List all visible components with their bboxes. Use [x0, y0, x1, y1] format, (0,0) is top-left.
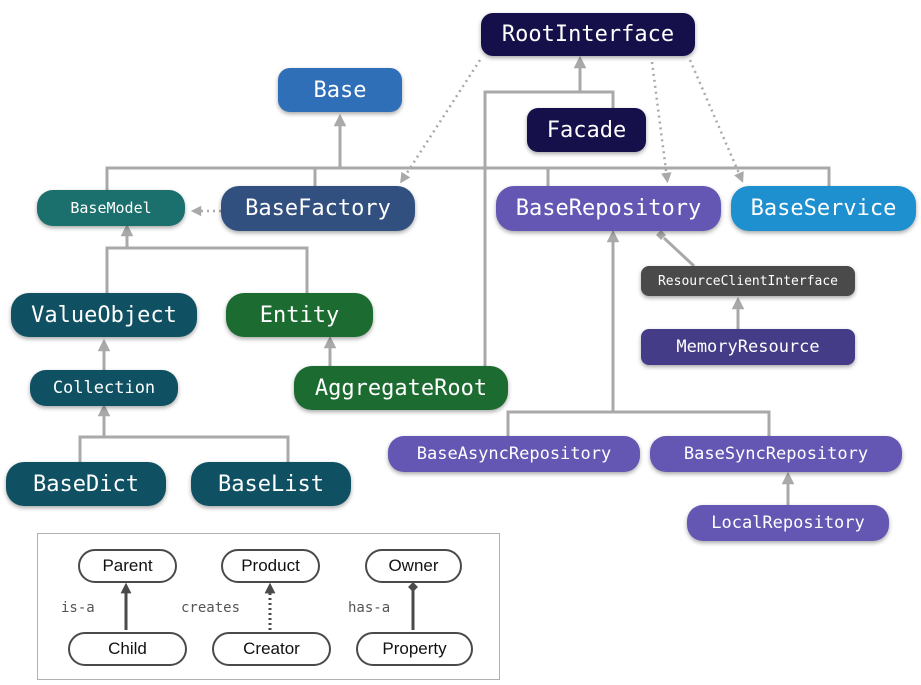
legend-edges — [120, 582, 418, 630]
legend-has-a-diamond — [408, 582, 418, 592]
edge-aggregate-root-root — [483, 90, 580, 366]
node-aggregate-root: AggregateRoot — [294, 366, 508, 410]
legend: Parent Child is-a Product Creator create… — [37, 533, 500, 680]
has-a-diamond — [656, 230, 666, 240]
node-facade: Facade — [527, 108, 646, 152]
node-base-list: BaseList — [191, 462, 351, 506]
legend-has-a-label: has-a — [348, 600, 391, 616]
node-local-repository: LocalRepository — [687, 505, 889, 541]
node-base-sync-repository: BaseSyncRepository — [650, 436, 902, 472]
node-base-factory: BaseFactory — [221, 186, 415, 231]
legend-property-node: Property — [356, 632, 473, 666]
legend-product-node: Product — [221, 549, 320, 583]
edge-root-factory — [400, 59, 482, 184]
node-base-dict: BaseDict — [6, 462, 166, 506]
edge-model-children — [105, 246, 309, 293]
edge-base-children — [105, 166, 831, 194]
node-entity: Entity — [226, 293, 373, 337]
edge-repo-children — [506, 410, 771, 436]
node-base-async-repository: BaseAsyncRepository — [388, 436, 640, 472]
node-root-interface: RootInterface — [481, 13, 695, 56]
edge-collection-children — [78, 435, 290, 462]
legend-parent-node: Parent — [78, 549, 177, 583]
node-base-model: BaseModel — [37, 190, 185, 226]
node-base: Base — [278, 68, 402, 112]
node-collection: Collection — [30, 370, 178, 406]
node-memory-resource: MemoryResource — [641, 329, 855, 365]
legend-owner-node: Owner — [365, 549, 462, 583]
node-base-service: BaseService — [731, 186, 916, 231]
node-base-repository: BaseRepository — [496, 186, 721, 231]
edge-resource-client-repository — [662, 236, 696, 268]
legend-is-a-label: is-a — [61, 600, 95, 616]
edge-root-repository — [650, 61, 672, 184]
edge-facade-root — [573, 55, 615, 108]
legend-creator-node: Creator — [212, 632, 331, 666]
node-resource-client-interface: ResourceClientInterface — [641, 266, 855, 296]
node-value-object: ValueObject — [11, 293, 197, 337]
legend-child-node: Child — [68, 632, 187, 666]
legend-creates-label: creates — [181, 600, 241, 616]
edge-root-service — [688, 59, 744, 183]
